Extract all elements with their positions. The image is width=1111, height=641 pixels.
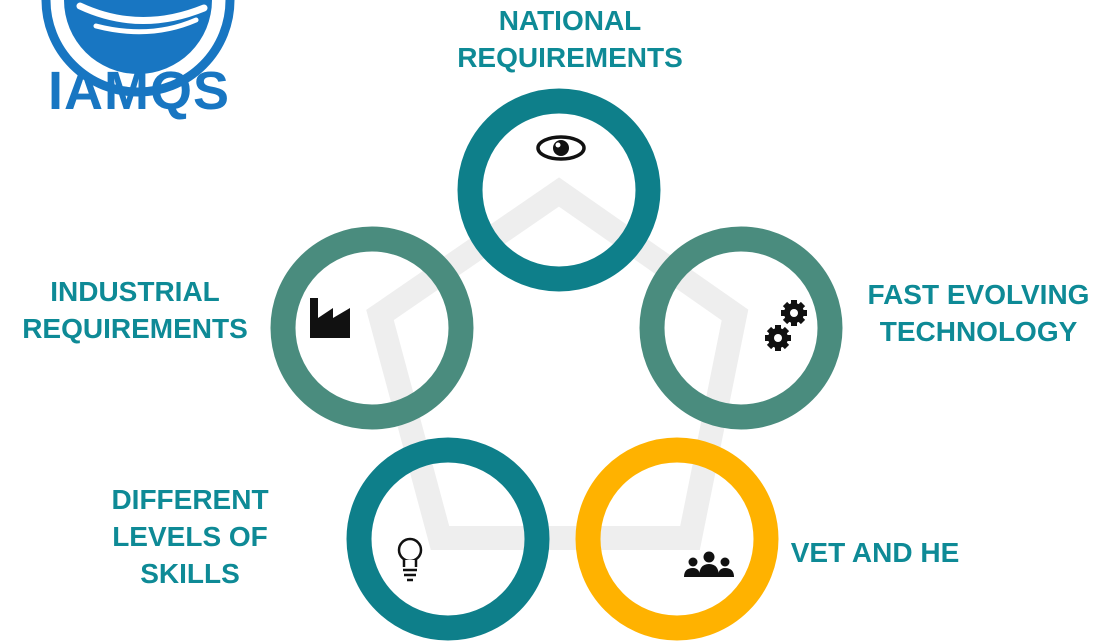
people-icon [684, 551, 734, 577]
label-skills-line-3: SKILLS [140, 558, 240, 589]
gears-icon [765, 300, 807, 351]
eye-icon [536, 135, 586, 161]
ring-industrial [270, 226, 474, 430]
label-national-line-2: REQUIREMENTS [457, 42, 683, 73]
logo-text: IAMQS [48, 61, 231, 121]
label-vet-he-line-1: VET AND HE [790, 537, 960, 568]
label-national-line-1: NATIONAL [498, 5, 642, 36]
ring-skills [346, 437, 550, 641]
label-vet-he: VET AND HE [775, 534, 975, 571]
label-skills-line-2: LEVELS OF [112, 521, 268, 552]
label-national: NATIONAL REQUIREMENTS [440, 2, 700, 76]
lightbulb-icon [397, 537, 423, 582]
label-fast-evolving: FAST EVOLVING TECHNOLOGY [846, 276, 1111, 350]
label-skills: DIFFERENT LEVELS OF SKILLS [90, 481, 290, 592]
label-skills-line-1: DIFFERENT [111, 484, 269, 515]
ring-national [457, 88, 661, 292]
factory-icon [310, 298, 350, 338]
label-industrial-line-1: INDUSTRIAL [50, 276, 220, 307]
label-industrial: INDUSTRIAL REQUIREMENTS [0, 273, 270, 347]
globe-logo-icon [41, 0, 235, 97]
ring-fast-evolving [639, 226, 843, 430]
label-fast-evolving-line-1: FAST EVOLVING [867, 279, 1090, 310]
label-fast-evolving-line-2: TECHNOLOGY [879, 316, 1078, 347]
label-industrial-line-2: REQUIREMENTS [22, 313, 248, 344]
pentagon-connector [366, 177, 749, 550]
ring-vet-he [575, 437, 779, 641]
